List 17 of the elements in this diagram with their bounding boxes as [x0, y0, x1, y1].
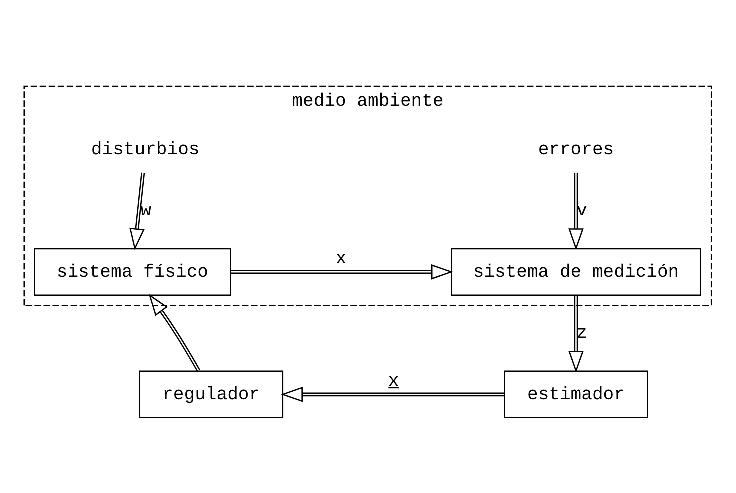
edge-label: x̲: [388, 371, 400, 392]
arrow: [148, 294, 201, 372]
node-box: estimador: [504, 370, 648, 418]
edge-label: v: [576, 201, 588, 222]
node-text: disturbios: [91, 140, 200, 160]
edge-label: z: [576, 324, 588, 344]
edge-label: w: [140, 201, 152, 222]
arrow: [281, 386, 504, 402]
node-box: regulador: [139, 370, 284, 418]
arrow: [231, 264, 454, 280]
arrow: [568, 294, 584, 373]
node-text: errores: [538, 140, 614, 160]
edge-label: x: [336, 248, 347, 269]
node-box: sistema de medición: [451, 248, 702, 296]
arrow: [130, 172, 146, 250]
arrow: [568, 172, 584, 250]
node-box: sistema físico: [34, 248, 232, 296]
